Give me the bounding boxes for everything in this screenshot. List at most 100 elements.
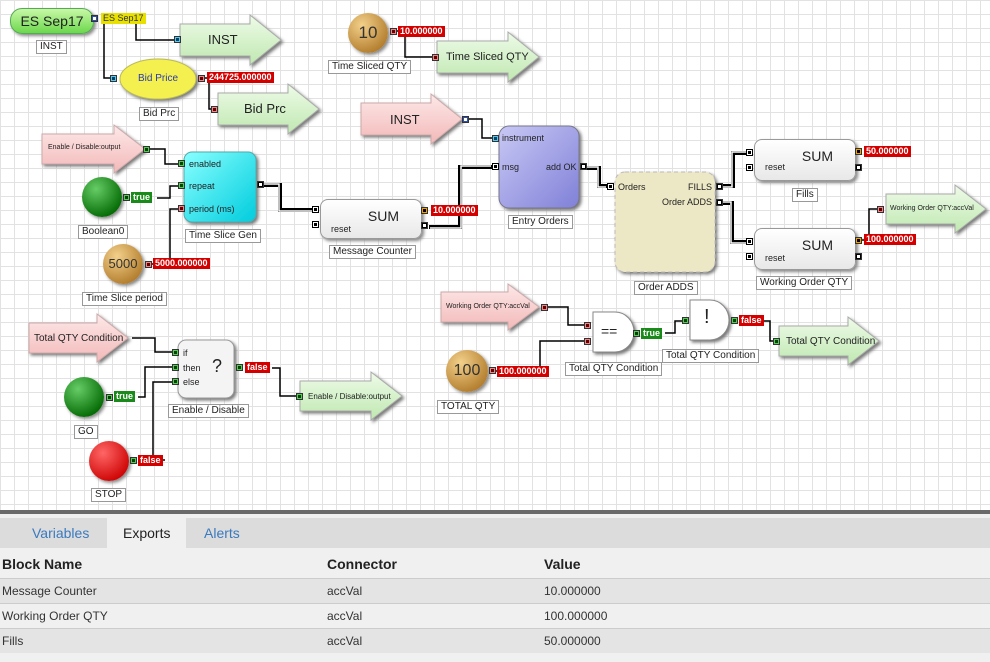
not-block-in-port[interactable] [682, 317, 689, 324]
time-sliced-qty-const-value: 10 [358, 23, 378, 42]
working-order-arrow-out-shape[interactable] [885, 183, 987, 235]
eq-block-in-a-port[interactable] [584, 322, 591, 329]
working-order-sum-out-port[interactable] [855, 237, 862, 244]
table-row[interactable]: Working Order QTY accVal 100.000000 [0, 603, 990, 629]
time-slice-period-out-port[interactable] [145, 261, 152, 268]
working-order-arrow-in-shape[interactable] [440, 283, 540, 331]
message-counter-label: Message Counter [329, 245, 416, 259]
tab-exports[interactable]: Exports [107, 518, 187, 548]
not-block-shape[interactable] [689, 299, 730, 341]
working-order-sum-out-port-2[interactable] [855, 253, 862, 260]
row-value: 100.000000 [542, 603, 990, 629]
enable-disable-in-shape[interactable] [41, 123, 146, 175]
boolean0-out-port[interactable] [123, 194, 130, 201]
working-order-arrow-out-in-port[interactable] [877, 206, 884, 213]
bottom-panel: Variables Exports Alerts Block Name Conn… [0, 510, 990, 662]
time-sliced-qty-const-out-value: 10.000000 [398, 26, 445, 37]
ite-block-if-port[interactable] [172, 349, 179, 356]
row-block-name: Message Counter [0, 578, 325, 604]
time-slice-period-const[interactable]: 5000 [103, 244, 143, 284]
time-sliced-qty-const[interactable]: 10 [348, 13, 388, 53]
inst-arrow-mid-shape[interactable] [360, 92, 463, 146]
fills-sum-out-port[interactable] [855, 148, 862, 155]
time-slice-period-out-value: 5000.000000 [153, 258, 210, 269]
bid-prc-arrow-shape[interactable] [217, 82, 320, 136]
total-qty-const[interactable]: 100 [446, 350, 488, 392]
eq-block-symbol: == [601, 323, 618, 339]
diagram-canvas[interactable]: ES Sep17 ES Sep17 INST INST Bid Price 24… [0, 0, 990, 510]
time-slice-gen-out-port[interactable] [257, 181, 264, 188]
enable-disable-out-in-port[interactable] [296, 393, 303, 400]
inst-block-out-port[interactable] [91, 15, 98, 22]
tab-variables[interactable]: Variables [32, 525, 90, 541]
stop-out-port[interactable] [130, 457, 137, 464]
time-sliced-qty-arrow-in-port[interactable] [432, 54, 439, 61]
ite-block-out-value: false [245, 362, 270, 373]
total-qty-cond-arrow-out-in-port[interactable] [773, 338, 780, 345]
entry-orders-add-ok-label: add OK [546, 162, 577, 172]
inst-block[interactable]: ES Sep17 [10, 8, 94, 34]
order-adds-adds-port[interactable] [716, 199, 723, 206]
message-counter-reset-port[interactable] [312, 221, 319, 228]
fills-sum-block[interactable]: SUM reset [754, 139, 856, 181]
fills-sum-label: Fills [792, 188, 818, 202]
stop-label: STOP [91, 488, 127, 502]
order-adds-fills-port[interactable] [716, 183, 723, 190]
entry-orders-instrument-port[interactable] [492, 135, 499, 142]
go-out-value: true [114, 391, 136, 402]
message-counter-block[interactable]: SUM reset [320, 199, 422, 239]
enable-disable-out-shape[interactable] [299, 370, 403, 422]
tab-alerts[interactable]: Alerts [204, 525, 240, 541]
enable-disable-in-out-port[interactable] [143, 146, 150, 153]
boolean0-button[interactable] [82, 177, 122, 217]
ite-block-else-label: else [183, 377, 200, 387]
total-qty-cond-arrow-in-shape[interactable] [28, 312, 129, 364]
eq-block-out-port[interactable] [633, 330, 640, 337]
go-button[interactable] [64, 377, 104, 417]
inst-arrow-top-shape[interactable] [179, 13, 282, 67]
time-sliced-qty-const-label: Time Sliced QTY [328, 60, 412, 74]
time-slice-gen-enabled-port[interactable] [178, 160, 185, 167]
bid-prc-arrow-in-port[interactable] [211, 106, 218, 113]
order-adds-shape[interactable] [614, 171, 716, 273]
fills-sum-in-port[interactable] [746, 149, 753, 156]
not-block-out-port[interactable] [731, 317, 738, 324]
ite-block-label: Enable / Disable [168, 404, 249, 418]
order-adds-orders-port[interactable] [607, 183, 614, 190]
ite-block-out-port[interactable] [236, 364, 243, 371]
entry-orders-shape[interactable] [498, 125, 580, 209]
working-order-arrow-in-out-port[interactable] [541, 304, 548, 311]
inst-arrow-top-in-port[interactable] [174, 36, 181, 43]
inst-arrow-mid-out-port[interactable] [462, 116, 469, 123]
time-sliced-qty-arrow-shape[interactable] [436, 30, 540, 84]
working-order-sum-in-port[interactable] [746, 238, 753, 245]
time-sliced-qty-const-out-port[interactable] [390, 28, 397, 35]
message-counter-out-port-2[interactable] [421, 222, 428, 229]
table-row[interactable]: Fills accVal 50.000000 [0, 628, 990, 653]
fills-sum-reset-port[interactable] [746, 164, 753, 171]
ite-block-then-port[interactable] [172, 364, 179, 371]
stop-button[interactable] [89, 441, 129, 481]
message-counter-in-port[interactable] [312, 206, 319, 213]
bid-price-in-port[interactable] [110, 75, 117, 82]
total-qty-const-out-port[interactable] [489, 367, 496, 374]
entry-orders-msg-port[interactable] [492, 163, 499, 170]
ite-block-else-port[interactable] [172, 378, 179, 385]
total-qty-cond-arrow-out-shape[interactable] [778, 315, 880, 367]
time-slice-gen-period-port[interactable] [178, 205, 185, 212]
message-counter-out-port[interactable] [421, 207, 428, 214]
row-value: 10.000000 [542, 578, 990, 604]
time-slice-gen-repeat-port[interactable] [178, 182, 185, 189]
working-order-sum-reset-port[interactable] [746, 253, 753, 260]
entry-orders-instrument-label: instrument [502, 133, 545, 143]
fills-sum-out-port-2[interactable] [855, 164, 862, 171]
eq-block-label: Total QTY Condition [565, 362, 663, 376]
eq-block-in-b-port[interactable] [584, 338, 591, 345]
working-order-sum-block[interactable]: SUM reset [754, 228, 856, 270]
entry-orders-add-ok-port[interactable] [580, 163, 587, 170]
bid-price-out-port[interactable] [198, 75, 205, 82]
bid-price-shape[interactable] [119, 58, 197, 100]
table-row[interactable]: Message Counter accVal 10.000000 [0, 578, 990, 604]
row-connector: accVal [325, 628, 542, 653]
go-out-port[interactable] [106, 394, 113, 401]
